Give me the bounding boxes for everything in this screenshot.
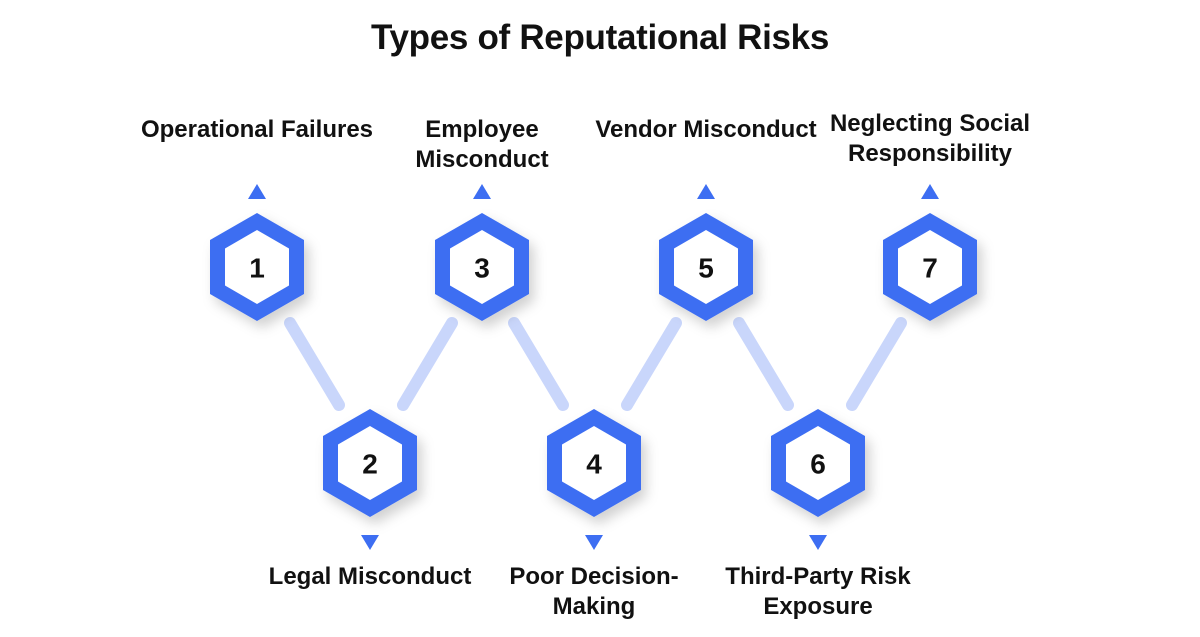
node-4: 4 [547,409,641,517]
node-3: 3 [435,213,529,321]
connector-4-5 [621,317,682,411]
connector-3-4 [508,317,569,411]
connectors [284,317,907,411]
diagram-title: Types of Reputational Risks [370,18,829,57]
node-3-label: Employee Misconduct [415,116,549,173]
hexagon-inner [562,426,626,500]
node-5: 5 [659,213,753,321]
node-number: 7 [922,253,938,284]
connector-2-3 [397,317,458,411]
connector-6-7 [846,317,907,411]
pointer-down-icon [809,535,827,550]
node-2-label: Legal Misconduct [268,563,472,590]
node-1-label: Operational Failures [140,116,374,143]
connector-1-2 [284,317,345,411]
pointer-down-icon [585,535,603,550]
hexagon-inner [786,426,850,500]
hexagon-inner [898,230,962,304]
hexagon-inner [338,426,402,500]
node-number: 6 [810,449,826,480]
hexagon-inner [225,230,289,304]
pointer-up-icon [697,184,715,199]
pointer-up-icon [921,184,939,199]
node-number: 3 [474,253,490,284]
pointer-up-icon [248,184,266,199]
node-6: 6 [771,409,865,517]
node-number: 5 [698,253,714,284]
pointer-down-icon [361,535,379,550]
node-7-label: Neglecting Social Responsibility [829,110,1031,167]
hexagon-inner [450,230,514,304]
node-4-label: Poor Decision-Making [509,563,679,620]
node-number: 4 [586,449,602,480]
hexagon-inner [674,230,738,304]
node-7: 7 [883,213,977,321]
node-number: 1 [249,253,265,284]
node-number: 2 [362,449,378,480]
node-6-label: Third-Party Risk Exposure [725,563,911,620]
pointer-up-icon [473,184,491,199]
connector-5-6 [733,317,794,411]
node-5-label: Vendor Misconduct [595,116,817,143]
node-2: 2 [323,409,417,517]
node-1: 1 [210,213,304,321]
pointers [248,184,939,550]
